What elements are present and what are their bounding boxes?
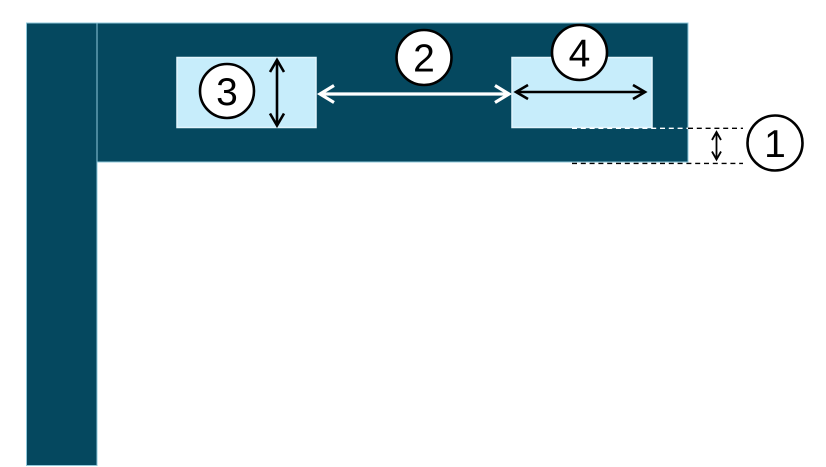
callout-label: 3 (216, 71, 238, 114)
callout-1: 1 (746, 114, 804, 172)
structure-vertical-column (26, 22, 98, 466)
callout-3: 3 (198, 62, 256, 120)
extension-lines (572, 127, 743, 165)
callout-circle (550, 23, 609, 82)
callout-circle (395, 28, 453, 87)
callout-circle (746, 114, 804, 172)
callout-circle (198, 62, 256, 120)
callout-4: 4 (550, 23, 609, 82)
callout-label: 2 (413, 38, 435, 81)
callout-2: 2 (395, 28, 453, 87)
callout-label: 1 (764, 123, 786, 166)
callout-label: 4 (569, 33, 591, 76)
